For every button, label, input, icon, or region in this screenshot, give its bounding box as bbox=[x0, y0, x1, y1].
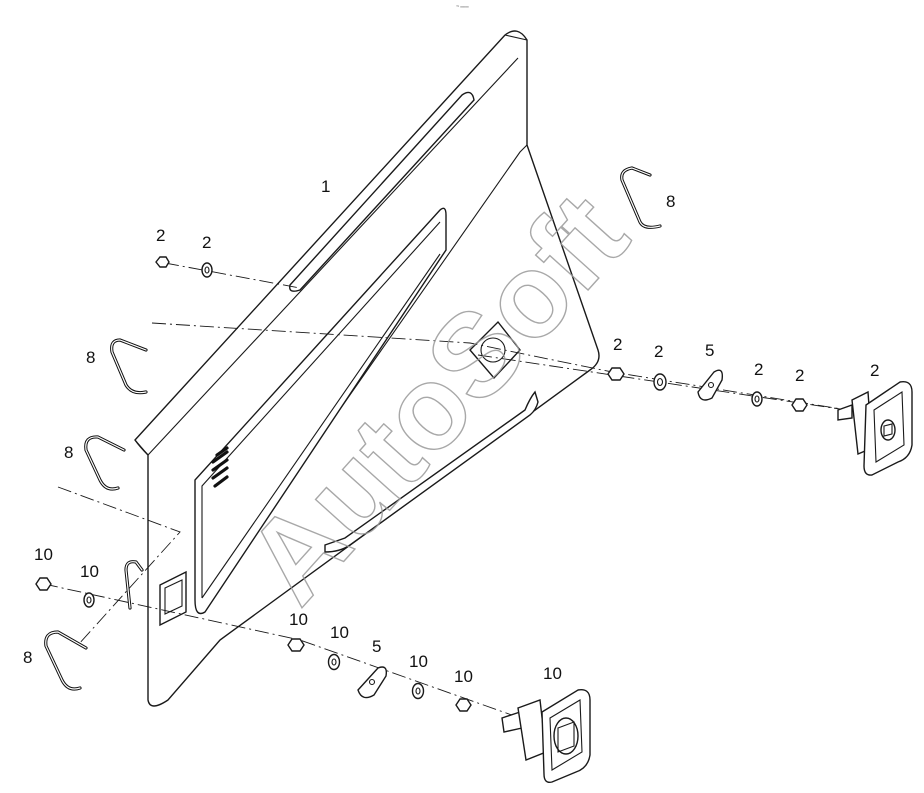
callout-2: 2 bbox=[202, 233, 211, 252]
callout-1: 1 bbox=[321, 177, 330, 196]
callout-labels: 1 2 2 8 8 8 8 2 2 5 2 2 2 10 10 10 10 5 … bbox=[23, 177, 879, 686]
nut-lower-right-2 bbox=[455, 698, 472, 712]
callout-10: 10 bbox=[330, 623, 349, 642]
callout-8: 8 bbox=[666, 192, 675, 211]
callout-2: 2 bbox=[156, 226, 165, 245]
callout-2: 2 bbox=[754, 360, 763, 379]
nut-upper-right-2 bbox=[791, 398, 808, 412]
panel-edge bbox=[134, 34, 528, 613]
callout-8: 8 bbox=[86, 348, 95, 367]
upper-hardware-row bbox=[155, 256, 913, 476]
header-tiny-text: °ᵇ ═══ bbox=[456, 4, 469, 9]
u-bolt-8-top-right bbox=[620, 166, 662, 229]
panel-window bbox=[194, 207, 447, 615]
clamp-plate-lower bbox=[357, 666, 388, 699]
callout-10: 10 bbox=[409, 652, 428, 671]
lower-hardware-row bbox=[35, 577, 591, 784]
callout-2: 2 bbox=[795, 366, 804, 385]
nut-upper-left bbox=[155, 256, 170, 268]
side-panel-part-1 bbox=[124, 30, 600, 707]
washer-upper-right-1 bbox=[653, 373, 667, 391]
washer-lower-right-2 bbox=[411, 682, 425, 700]
callout-10: 10 bbox=[454, 667, 473, 686]
callout-8: 8 bbox=[23, 648, 32, 667]
callout-10: 10 bbox=[80, 562, 99, 581]
washer-lower-left bbox=[83, 592, 95, 608]
callout-10: 10 bbox=[34, 545, 53, 564]
panel-slot bbox=[289, 91, 475, 292]
nut-upper-right-1 bbox=[607, 367, 625, 381]
lower-latch-opening bbox=[159, 570, 187, 627]
u-bolt-8-left-upper bbox=[110, 338, 148, 395]
upper-latch-opening bbox=[469, 320, 521, 380]
u-bolt-8-left-middle bbox=[84, 435, 126, 491]
callout-5: 5 bbox=[372, 637, 381, 656]
washer-upper-left bbox=[201, 262, 213, 278]
panel-handle-bar bbox=[324, 390, 539, 553]
panel-window-inner bbox=[201, 221, 441, 599]
callout-5: 5 bbox=[705, 341, 714, 360]
callout-2: 2 bbox=[613, 335, 622, 354]
callout-2: 2 bbox=[870, 361, 879, 380]
u-bolt-8-left-lower bbox=[44, 630, 88, 691]
latch-assembly-lower bbox=[501, 689, 591, 784]
washer-upper-right-2 bbox=[751, 391, 763, 407]
panel-vents bbox=[211, 446, 229, 488]
clamp-plate-upper bbox=[697, 369, 724, 401]
nut-lower-left bbox=[35, 577, 52, 591]
nut-lower-right-1 bbox=[287, 638, 305, 652]
callout-10: 10 bbox=[289, 610, 308, 629]
panel-rod-loop bbox=[124, 560, 144, 610]
callout-2: 2 bbox=[654, 342, 663, 361]
latch-assembly-upper bbox=[837, 381, 913, 476]
washer-lower-right-1 bbox=[327, 653, 341, 671]
callout-10: 10 bbox=[543, 664, 562, 683]
callout-8: 8 bbox=[64, 443, 73, 462]
